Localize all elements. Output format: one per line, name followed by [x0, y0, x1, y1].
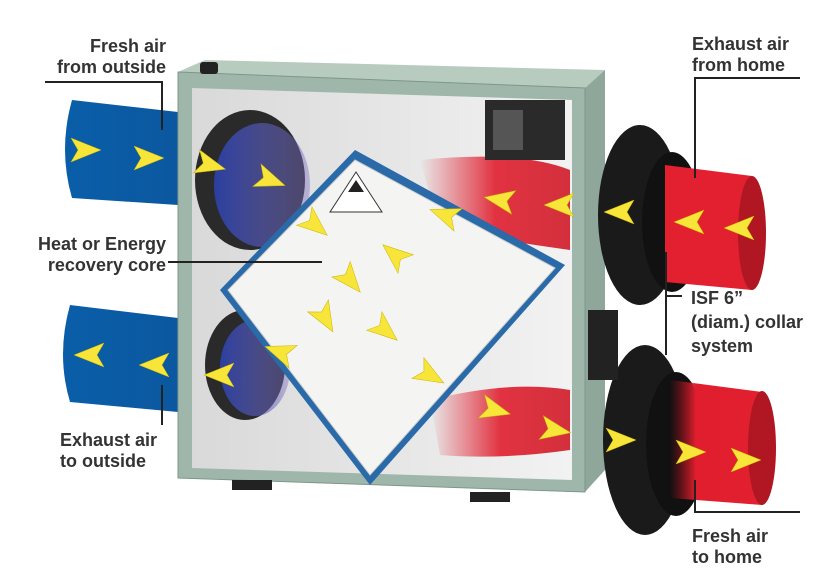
exhaust-air-outlet-duct	[63, 305, 178, 412]
label-line: (diam.) collar	[691, 312, 804, 332]
label-line: Exhaust air	[692, 34, 790, 54]
airflow-arrow-icon	[306, 299, 334, 333]
label-recovery-core: Heat or Energy recovery core	[0, 234, 166, 276]
label-exhaust-air-from-home: Exhaust air from home	[692, 34, 789, 76]
label-fresh-air-to-home: Fresh air to home	[692, 526, 768, 568]
airflow-arrow-icon	[675, 439, 707, 465]
recovery-core	[220, 150, 565, 485]
label-line: Fresh air	[89, 36, 166, 56]
airflow-arrow-icon	[603, 199, 635, 225]
fresh-air-outlet-collar	[603, 345, 776, 535]
isf-latch	[588, 310, 618, 380]
airflow-arrows	[70, 137, 762, 473]
airflow-arrow-icon	[477, 394, 512, 419]
label-line: Fresh air	[692, 526, 769, 546]
airflow-arrow-icon	[730, 447, 762, 473]
leader-lines	[45, 77, 800, 513]
airflow-arrow-icon	[605, 427, 637, 453]
airflow-arrow-icon	[192, 149, 227, 174]
exhaust-air-inlet-collar	[598, 125, 766, 305]
airflow-arrow-icon	[365, 311, 398, 341]
airflow-arrow-icon	[331, 260, 361, 293]
label-line: recovery core	[47, 255, 166, 275]
label-collar-system: ISF 6” (diam.) collar system	[691, 286, 803, 358]
label-fresh-air-from-outside: Fresh air from outside	[0, 36, 166, 78]
label-line: to home	[692, 547, 762, 567]
airflow-arrow-icon	[411, 356, 445, 384]
airflow-arrow-icon	[483, 190, 517, 215]
airflow-arrow-icon	[538, 415, 572, 440]
airflow-arrow-icon	[252, 163, 286, 187]
airflow-arrow-icon	[138, 352, 170, 378]
label-line: Exhaust air	[60, 430, 158, 450]
label-line: system	[691, 336, 754, 356]
airflow-arrow-icon	[73, 342, 105, 368]
fresh-air-inlet-duct	[65, 100, 178, 205]
airflow-arrow-icon	[264, 345, 298, 369]
label-line: ISF 6”	[691, 288, 744, 308]
airflow-arrow-icon	[295, 206, 328, 236]
label-exhaust-air-to-outside: Exhaust air to outside	[60, 430, 157, 472]
airflow-arrow-icon	[429, 208, 463, 232]
label-line: Heat or Energy	[37, 234, 166, 254]
label-line: to outside	[60, 451, 146, 471]
airflow-arrow-icon	[673, 209, 705, 235]
airflow-arrow-icon	[543, 192, 575, 218]
label-line: from home	[692, 55, 786, 75]
airflow-arrow-icon	[723, 215, 755, 241]
airflow-arrow-icon	[203, 362, 235, 388]
label-line: from outside	[56, 57, 166, 77]
airflow-arrow-icon	[382, 244, 415, 274]
airflow-arrow-icon	[70, 137, 102, 163]
airflow-arrow-icon	[133, 145, 165, 171]
